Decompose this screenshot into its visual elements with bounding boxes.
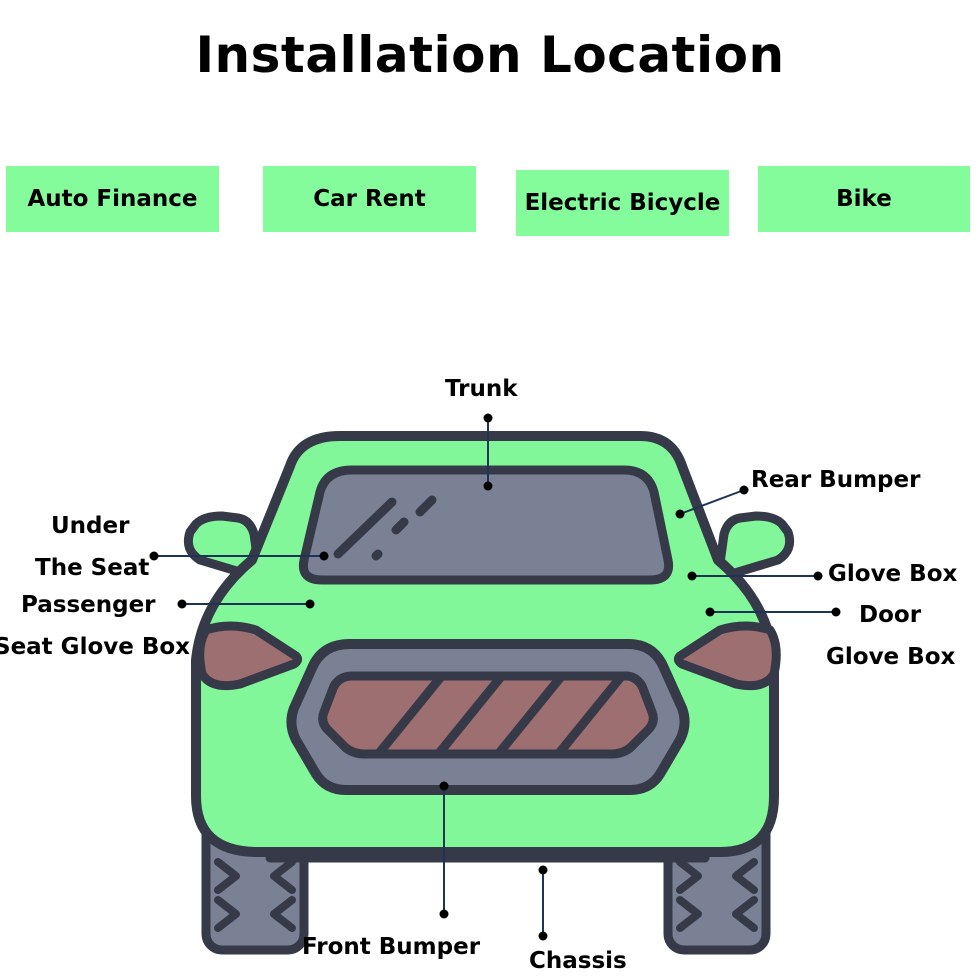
label-front-bumper: Front Bumper	[302, 934, 481, 960]
label-under-the-seat-line1: Under	[51, 513, 130, 539]
tab-auto-finance[interactable]: Auto Finance	[6, 166, 219, 232]
leader-lines	[154, 418, 836, 936]
page-title: Installation Location	[195, 26, 785, 84]
leader-dots	[149, 413, 841, 941]
label-chassis: Chassis	[529, 948, 627, 974]
right-mirror	[713, 511, 795, 583]
left-headlight	[195, 621, 303, 691]
car-front-view-icon	[183, 431, 795, 955]
right-headlight	[673, 621, 781, 691]
tab-car-rent[interactable]: Car Rent	[263, 166, 476, 232]
label-passenger-line1: Passenger	[21, 592, 156, 618]
label-under-the-seat-line2: The Seat	[35, 555, 150, 581]
label-door-line1: Door	[859, 602, 922, 628]
label-door-line2: Glove Box	[826, 644, 956, 670]
label-glove-box: Glove Box	[828, 561, 958, 587]
label-trunk: Trunk	[445, 376, 518, 402]
windshield	[298, 465, 674, 585]
tab-bike[interactable]: Bike	[758, 166, 970, 232]
label-rear-bumper: Rear Bumper	[751, 467, 921, 493]
tab-electric-bicycle[interactable]: Electric Bicycle	[516, 170, 729, 236]
leader-rear-bumper	[679, 489, 745, 515]
label-passenger-line2: Seat Glove Box	[0, 634, 191, 660]
